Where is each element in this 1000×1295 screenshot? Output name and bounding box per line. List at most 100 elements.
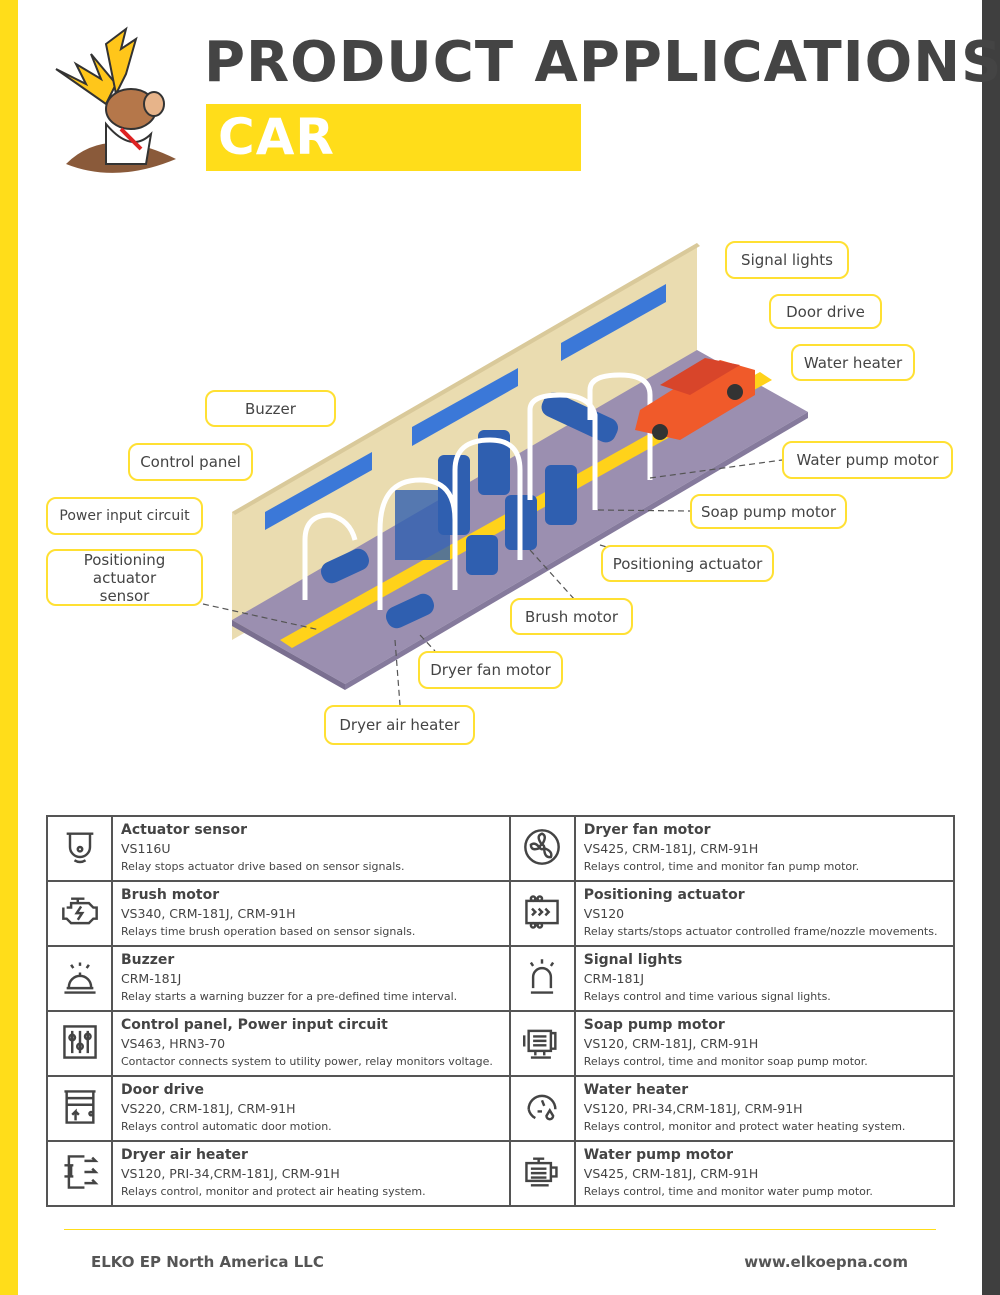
fan-icon-cell bbox=[508, 815, 576, 882]
product-description: Relay stops actuator drive based on sens… bbox=[121, 860, 405, 873]
product-title: Water pump motor bbox=[583, 1147, 734, 1163]
company-name: ELKO EP North America LLC bbox=[91, 1253, 324, 1271]
label-power-input-circuit: Power input circuit bbox=[46, 497, 203, 535]
label-signal-lights: Signal lights bbox=[725, 241, 849, 279]
product-title: Soap pump motor bbox=[583, 1017, 725, 1033]
page-title: PRODUCT APPLICATIONS bbox=[204, 30, 1000, 95]
product-description: Relays control automatic door motion. bbox=[121, 1120, 332, 1133]
heater-icon bbox=[63, 1154, 99, 1189]
product-models: VS220, CRM-181J, CRM-91H bbox=[121, 1101, 296, 1116]
product-description: Relays time brush operation based on sen… bbox=[121, 925, 416, 938]
label-positioning-actuator-sensor: Positioning actuator sensor bbox=[46, 549, 203, 606]
product-title: Actuator sensor bbox=[121, 822, 247, 838]
product-models: VS340, CRM-181J, CRM-91H bbox=[121, 906, 296, 921]
pump-icon-cell bbox=[508, 1010, 576, 1077]
product-title: Dryer fan motor bbox=[583, 822, 711, 838]
label-soap-pump-motor: Soap pump motor bbox=[690, 494, 847, 529]
product-description: Relays control, monitor and protect wate… bbox=[583, 1120, 906, 1133]
product-models: VS120, CRM-181J, CRM-91H bbox=[583, 1036, 759, 1051]
product-models: VS120 bbox=[583, 906, 625, 921]
label-control-panel: Control panel bbox=[128, 443, 253, 481]
heater-icon-cell bbox=[46, 1140, 113, 1207]
product-title: Brush motor bbox=[121, 887, 220, 903]
product-models: VS425, CRM-181J, CRM-91H bbox=[583, 841, 759, 856]
left-accent-bar bbox=[0, 0, 18, 1295]
product-title: Water heater bbox=[583, 1082, 689, 1098]
actuator-sensor-icon bbox=[66, 831, 93, 863]
bell-icon bbox=[63, 962, 96, 994]
moose-mascot-logo bbox=[55, 26, 176, 173]
product-description: Relays control and time various signal l… bbox=[583, 990, 831, 1003]
sliders-icon bbox=[62, 1024, 97, 1059]
product-description: Contactor connects system to utility pow… bbox=[121, 1055, 493, 1068]
label-buzzer: Buzzer bbox=[205, 390, 336, 427]
product-title: Signal lights bbox=[583, 952, 683, 968]
product-models: VS116U bbox=[121, 841, 171, 856]
car-wash-illustration bbox=[202, 243, 808, 706]
product-title: Control panel, Power input circuit bbox=[121, 1017, 388, 1033]
product-title: Positioning actuator bbox=[583, 887, 745, 903]
product-description: Relays control, time and monitor water p… bbox=[583, 1185, 873, 1198]
product-description: Relays control, monitor and protect air … bbox=[121, 1185, 426, 1198]
product-models: CRM-181J bbox=[121, 971, 182, 986]
engine-icon bbox=[61, 896, 98, 924]
pump-icon bbox=[523, 1029, 557, 1059]
door-icon-cell bbox=[46, 1075, 113, 1142]
label-water-pump-motor: Water pump motor bbox=[782, 441, 953, 479]
wall-top bbox=[232, 243, 700, 515]
website-link[interactable]: www.elkoepna.com bbox=[744, 1253, 908, 1271]
actuator-icon bbox=[525, 894, 560, 929]
footer-divider bbox=[64, 1229, 936, 1230]
product-title: Dryer air heater bbox=[121, 1147, 248, 1163]
product-title: Door drive bbox=[121, 1082, 204, 1098]
label-dryer-air-heater: Dryer air heater bbox=[324, 705, 475, 745]
label-positioning-actuator: Positioning actuator bbox=[601, 545, 774, 582]
product-description: Relay starts a warning buzzer for a pre-… bbox=[121, 990, 458, 1003]
page-subtitle: CAR WASHES bbox=[206, 104, 581, 233]
product-models: VS120, PRI-34,CRM-181J, CRM-91H bbox=[121, 1166, 340, 1181]
label-brush-motor: Brush motor bbox=[510, 598, 633, 635]
product-description: Relay starts/stops actuator controlled f… bbox=[583, 925, 938, 938]
engine-icon-cell bbox=[46, 880, 113, 947]
window bbox=[265, 452, 372, 530]
beacon-icon bbox=[530, 958, 555, 994]
label-door-drive: Door drive bbox=[769, 294, 882, 329]
fan-icon bbox=[524, 828, 561, 865]
actuator-sensor-icon-cell bbox=[46, 815, 113, 882]
motor-icon-cell bbox=[508, 1140, 576, 1207]
label-dryer-fan-motor: Dryer fan motor bbox=[418, 651, 563, 689]
product-models: VS463, HRN3-70 bbox=[121, 1036, 226, 1051]
product-description: Relays control, time and monitor fan pum… bbox=[583, 860, 860, 873]
motor-icon bbox=[525, 1156, 558, 1187]
product-title: Buzzer bbox=[121, 952, 175, 968]
label-water-heater: Water heater bbox=[791, 344, 915, 381]
window bbox=[561, 284, 666, 361]
product-models: VS120, PRI-34,CRM-181J, CRM-91H bbox=[583, 1101, 803, 1116]
product-description: Relays control, time and monitor soap pu… bbox=[583, 1055, 868, 1068]
actuator-icon-cell bbox=[508, 880, 576, 947]
bell-icon-cell bbox=[46, 945, 113, 1012]
product-models: CRM-181J bbox=[583, 971, 645, 986]
product-models: VS425, CRM-181J, CRM-91H bbox=[583, 1166, 759, 1181]
beacon-icon-cell bbox=[508, 945, 576, 1012]
car bbox=[635, 358, 755, 440]
window bbox=[412, 368, 518, 446]
